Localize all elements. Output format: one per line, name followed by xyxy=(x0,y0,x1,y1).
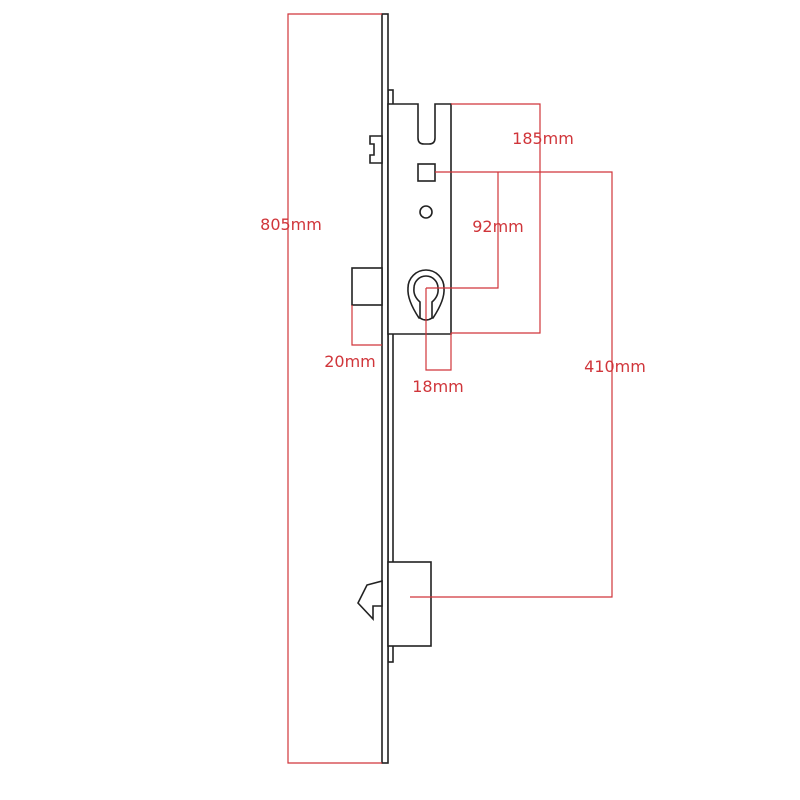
fixing-hole xyxy=(419,205,433,219)
latch xyxy=(369,135,383,164)
label-805mm: 805mm xyxy=(260,215,322,234)
label-18mm: 18mm xyxy=(412,377,464,396)
label-20mm: 20mm xyxy=(324,352,376,371)
hook-housing xyxy=(387,561,432,647)
dim-line-410 xyxy=(410,171,613,598)
dim-line-185 xyxy=(451,103,541,334)
square-follower xyxy=(417,163,436,182)
faceplate xyxy=(381,13,389,764)
label-185mm: 185mm xyxy=(512,129,574,148)
dimension-lines xyxy=(287,13,613,764)
dim-line-18 xyxy=(425,288,452,371)
deadbolt xyxy=(351,267,383,306)
lock-drawing xyxy=(351,13,452,764)
dim-line-92 xyxy=(426,172,499,289)
dim-line-20 xyxy=(351,305,382,346)
dimension-labels: 805mm 185mm 92mm 410mm 20mm 18mm xyxy=(260,129,646,396)
label-410mm: 410mm xyxy=(584,357,646,376)
dim-line-805 xyxy=(287,13,382,764)
hook-bolt xyxy=(357,579,383,622)
label-92mm: 92mm xyxy=(472,217,524,236)
